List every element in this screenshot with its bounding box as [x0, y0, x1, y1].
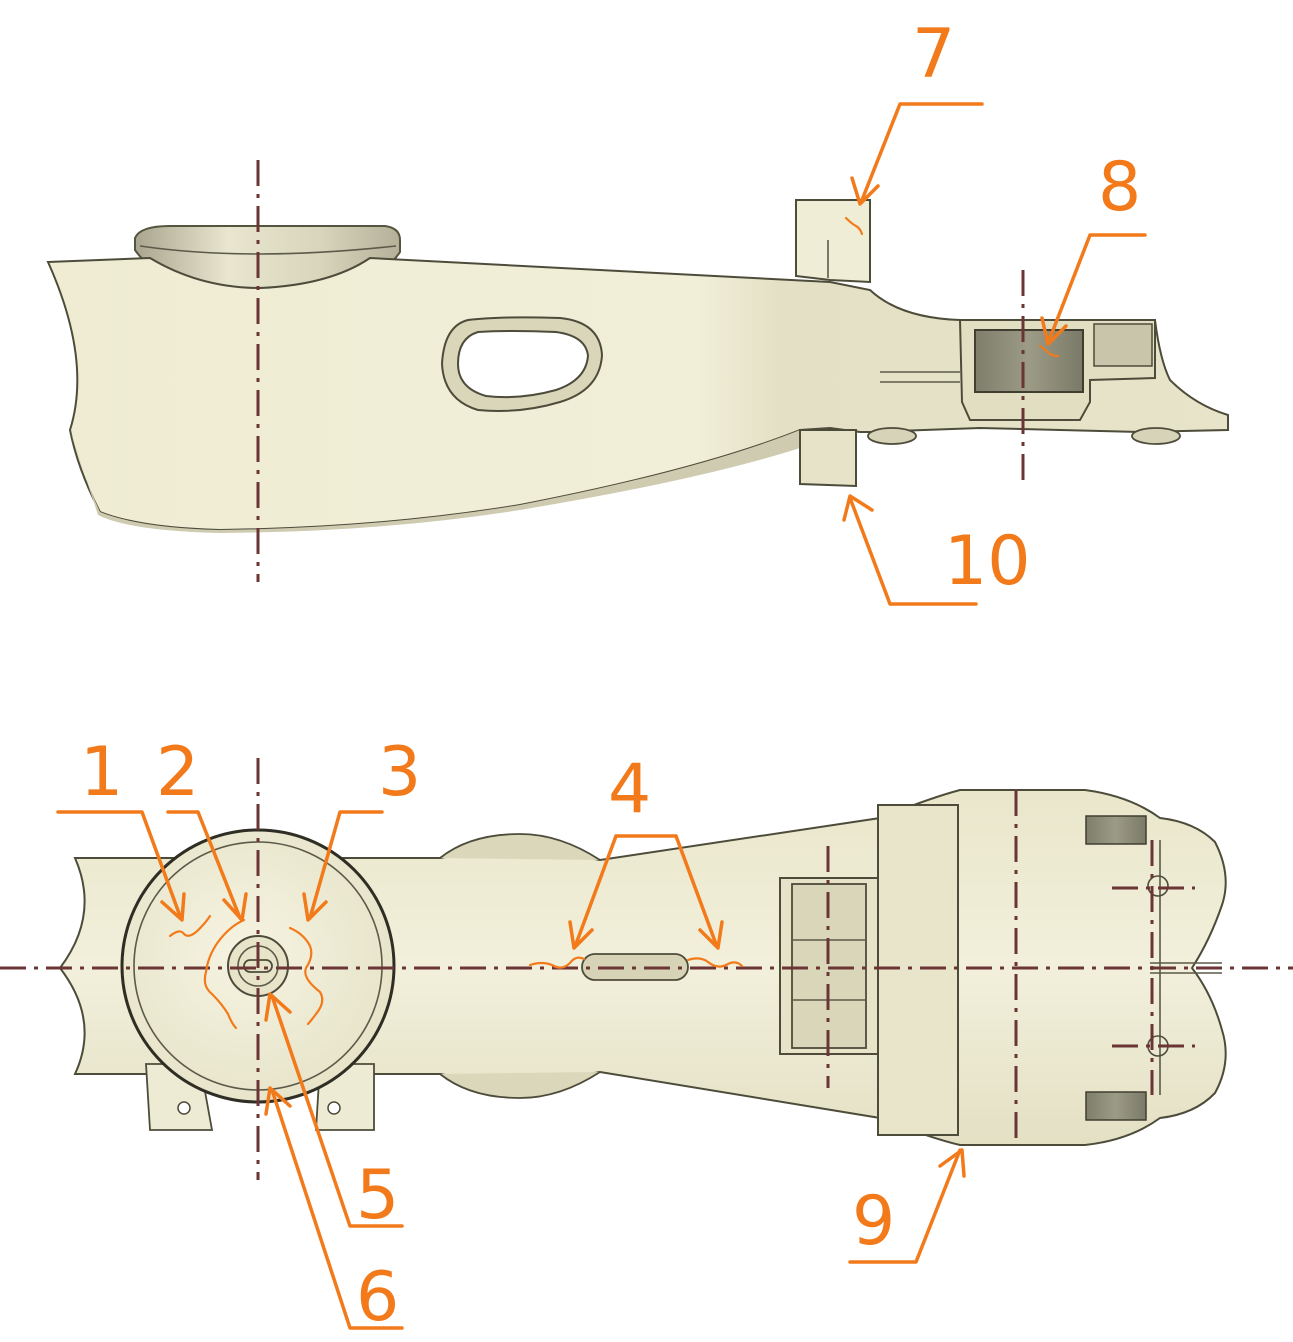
arm-lower-shade	[70, 430, 800, 533]
callout-10: 10	[944, 522, 1031, 601]
rear-block-bottom	[1085, 1091, 1147, 1121]
bushing-cap	[1093, 323, 1153, 367]
crack-3	[288, 926, 324, 1026]
oblong-hole-inner	[456, 330, 590, 399]
bolt-head-2	[1131, 427, 1181, 445]
bushing-block	[974, 329, 1084, 393]
bolt-head-1	[867, 427, 917, 445]
lower-tab	[799, 429, 857, 488]
crack-4-right	[686, 957, 744, 968]
top-view	[0, 758, 1293, 1180]
callout-3: 3	[378, 733, 421, 812]
callout-9: 9	[852, 1182, 895, 1261]
crack-8	[1038, 344, 1060, 358]
side-view	[46, 160, 1229, 582]
crack-1	[168, 914, 212, 938]
callout-labels: 7 8 10 1 2 3 4 5 6 9	[80, 15, 1141, 1337]
callout-8: 8	[1098, 148, 1141, 227]
rear-housing	[877, 804, 959, 1136]
callout-7: 7	[912, 15, 955, 94]
upper-bracket	[795, 199, 871, 284]
callout-2: 2	[156, 733, 199, 812]
callout-5: 5	[356, 1156, 399, 1235]
crack-4-left	[528, 956, 586, 969]
callout-4: 4	[608, 750, 651, 829]
callout-1: 1	[80, 733, 123, 812]
crack-7	[844, 216, 864, 236]
side-boss-top	[439, 833, 601, 861]
crack-2	[203, 918, 246, 1030]
callout-leaders	[56, 102, 1147, 1330]
rear-block-top	[1085, 815, 1147, 845]
side-boss-bottom	[439, 1071, 601, 1099]
callout-6: 6	[356, 1258, 399, 1337]
